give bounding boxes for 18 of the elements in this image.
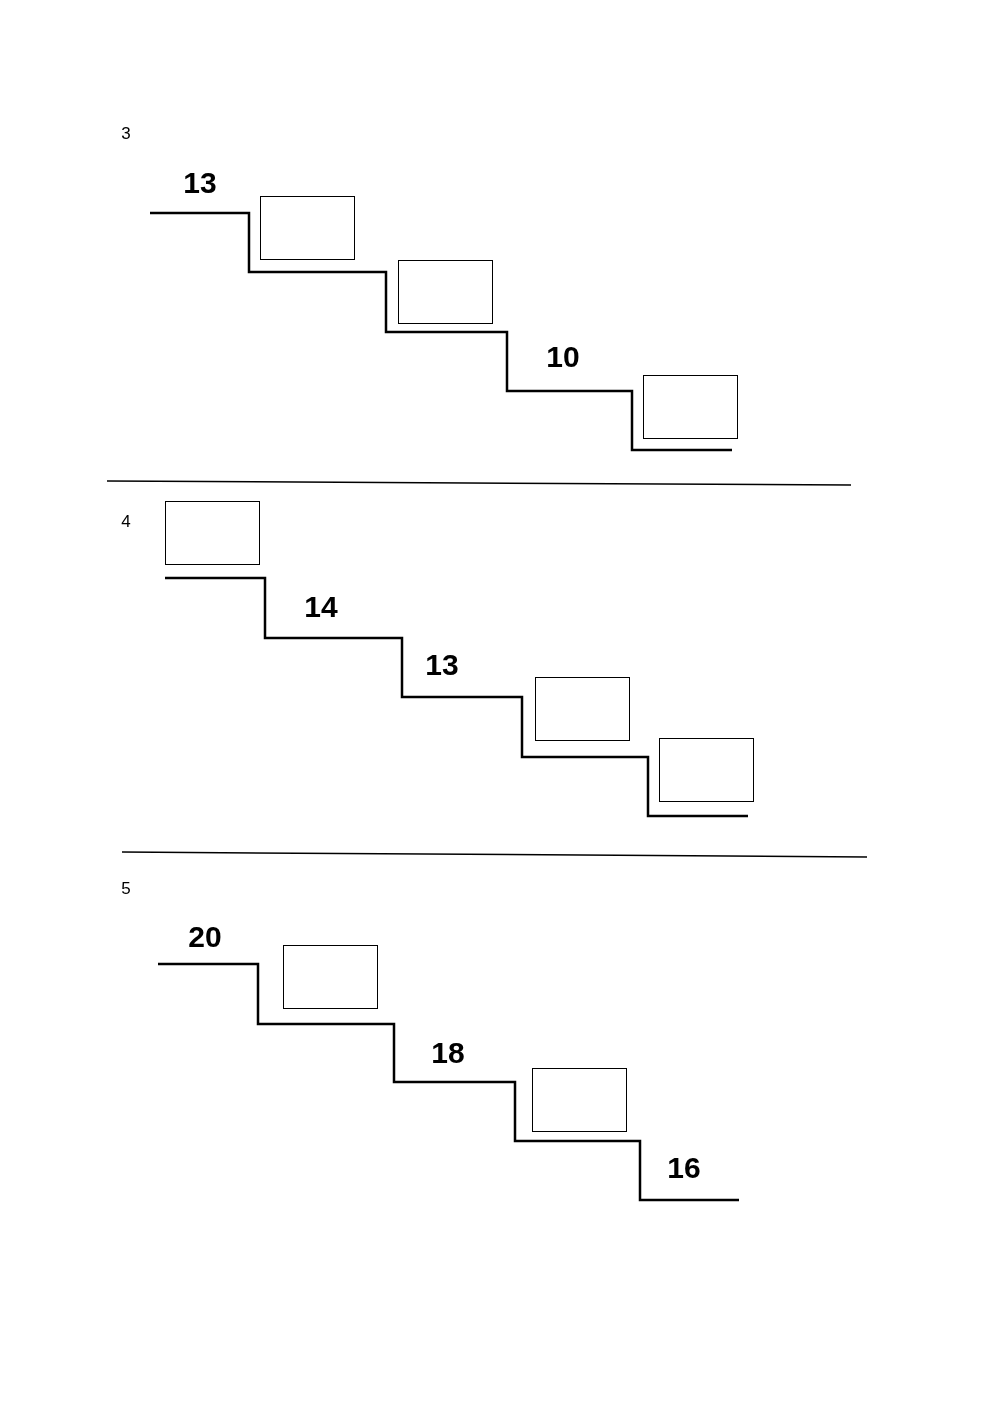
answer-box [283, 945, 378, 1009]
step-number: 13 [183, 168, 217, 198]
answer-box [535, 677, 630, 741]
answer-box [165, 501, 260, 565]
step-number: 16 [667, 1153, 701, 1183]
step-number: 18 [431, 1038, 465, 1068]
exercise-number: 5 [121, 879, 131, 897]
answer-box [260, 196, 355, 260]
step-number: 10 [546, 342, 580, 372]
answer-box [532, 1068, 627, 1132]
exercise-number: 4 [121, 512, 131, 530]
answer-box [643, 375, 738, 439]
step-number: 20 [188, 922, 222, 952]
answer-box [398, 260, 493, 324]
step-number: 14 [304, 592, 338, 622]
step-number: 13 [425, 650, 459, 680]
exercise-number: 3 [121, 124, 131, 142]
answer-box [659, 738, 754, 802]
